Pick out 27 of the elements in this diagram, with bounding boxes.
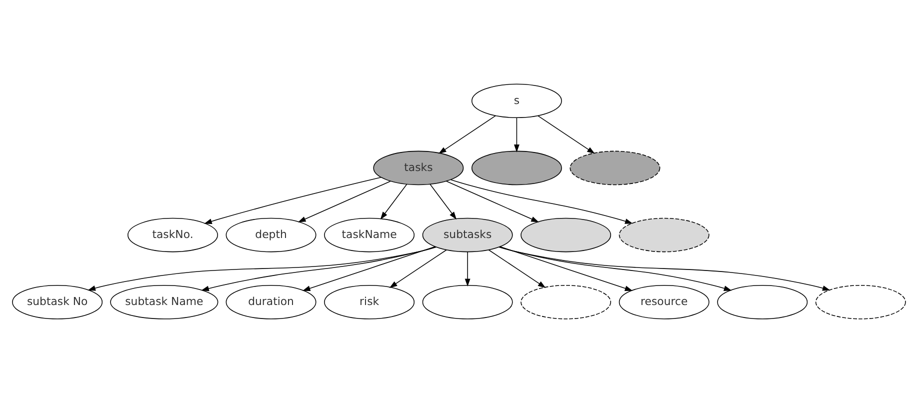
node-ellipse	[570, 150, 660, 186]
arrow	[446, 180, 539, 222]
arrow	[438, 115, 496, 154]
arrow	[514, 117, 520, 152]
node-ellipse: risk	[324, 284, 415, 320]
arrow	[498, 246, 732, 291]
arrow	[450, 179, 633, 224]
arrow	[88, 246, 437, 291]
arrow	[430, 184, 457, 220]
arrow	[488, 249, 546, 288]
arrow	[204, 177, 382, 224]
node-ellipse: subtasks	[422, 218, 513, 252]
node-ellipse: s	[471, 84, 562, 118]
node-ellipse: taskName	[324, 218, 415, 252]
arrow	[302, 246, 436, 291]
arrow	[380, 184, 408, 220]
node-ellipse	[471, 150, 562, 186]
node-ellipse	[520, 284, 612, 320]
arrow	[537, 115, 595, 154]
node-ellipse	[422, 284, 513, 320]
arrow	[464, 252, 470, 286]
arrow	[500, 246, 633, 291]
arrow	[389, 249, 447, 288]
arrow	[201, 246, 436, 292]
arrow	[498, 246, 830, 291]
arrow	[298, 180, 391, 222]
node-ellipse: tasks	[373, 150, 464, 186]
